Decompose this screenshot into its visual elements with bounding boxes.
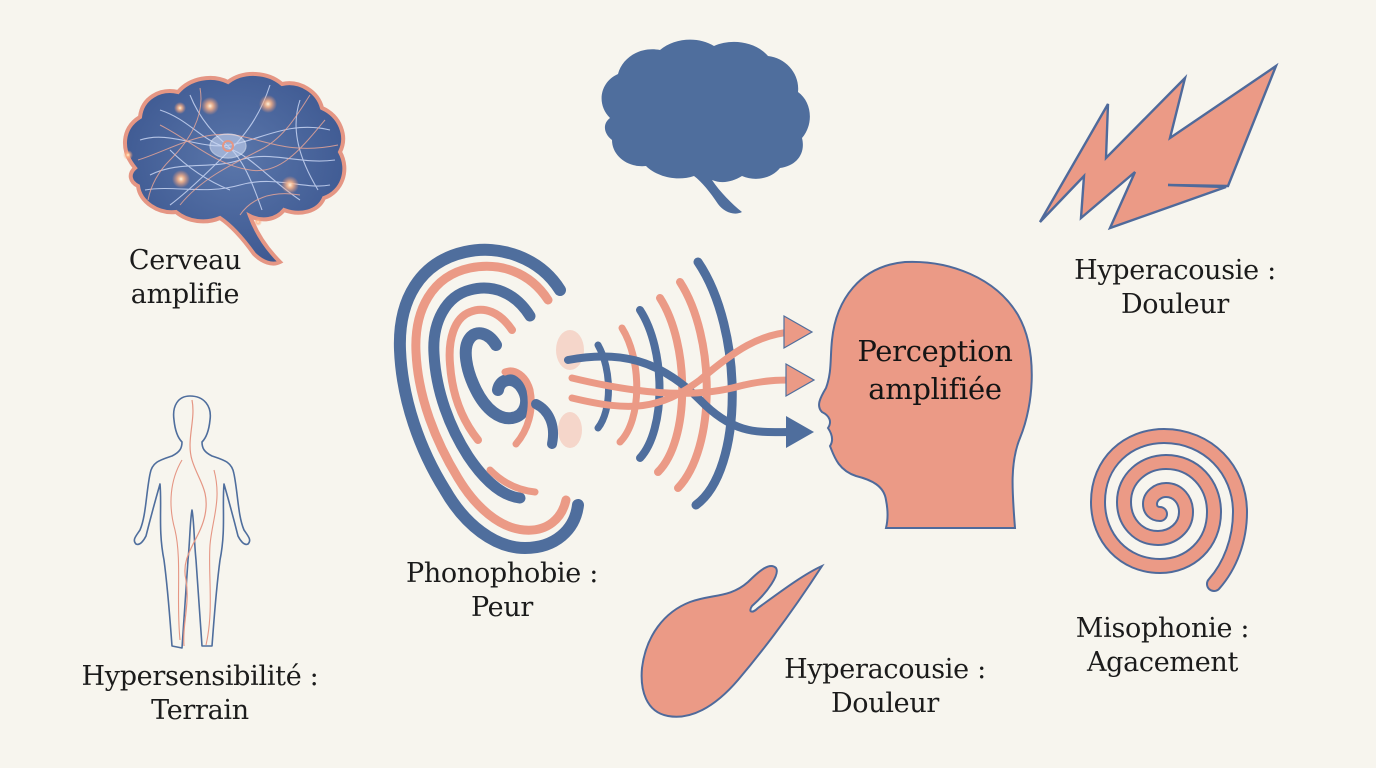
glowing-neuron-brain-icon xyxy=(122,72,347,266)
label-line: Cerveau xyxy=(128,245,242,276)
label-misophonie: Misophonie : Agacement xyxy=(1060,612,1265,680)
human-body-outline-icon xyxy=(133,395,251,649)
label-hypersensibilite: Hypersensibilité : Terrain xyxy=(70,660,330,728)
label-line: amplifie xyxy=(130,279,240,310)
label-line: Misophonie : xyxy=(1075,613,1250,644)
label-line: Phonophobie : xyxy=(405,558,599,589)
label-hyperacousie-bottom: Hyperacousie : Douleur xyxy=(770,653,1000,721)
label-line: Agacement xyxy=(1086,647,1239,678)
label-line: Perception xyxy=(857,334,1013,368)
sound-waves-icon xyxy=(594,257,737,510)
label-hyperacousie-top: Hyperacousie : Douleur xyxy=(1060,254,1290,322)
label-line: Hyperacousie : xyxy=(784,654,986,685)
label-line: Peur xyxy=(470,592,534,623)
label-line: Douleur xyxy=(1120,289,1230,320)
head-profile-icon xyxy=(818,260,1033,529)
ear-icon xyxy=(393,243,584,554)
spiral-icon xyxy=(1089,427,1249,592)
label-line: Terrain xyxy=(151,695,249,726)
label-phonophobie: Phonophobie : Peur xyxy=(382,557,622,625)
label-line: Hypersensibilité : xyxy=(81,661,319,692)
lightning-bolt-icon xyxy=(1038,62,1279,231)
flame-spike-icon xyxy=(640,563,825,718)
label-line: Hyperacousie : xyxy=(1074,255,1276,286)
label-perception: Perception amplifiée xyxy=(840,332,1030,408)
solid-brain-icon xyxy=(601,39,810,214)
label-cerveau: Cerveau amplifie xyxy=(110,244,260,312)
intertwined-arrows-icon xyxy=(564,314,816,448)
label-line: amplifiée xyxy=(868,372,1002,406)
label-line: Douleur xyxy=(830,688,940,719)
